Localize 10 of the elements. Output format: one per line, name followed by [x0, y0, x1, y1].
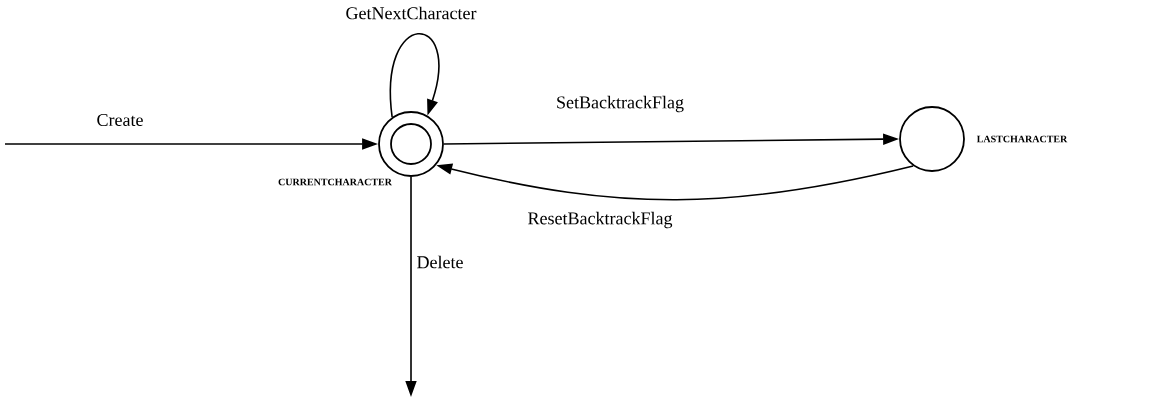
state-caption: CURRENTCHARACTER: [278, 178, 392, 186]
state-circle: [899, 106, 965, 172]
edge-label: ResetBacktrackFlag: [525, 209, 675, 231]
edge-label: GetNextCharacter: [343, 4, 479, 22]
state-circle: [378, 111, 444, 177]
edge-label: SetBacktrackFlag: [554, 93, 686, 115]
edge-label: Create: [94, 111, 146, 129]
arrow: [389, 33, 440, 118]
edge-label: Delete: [414, 253, 466, 271]
state-caption: LASTCHARACTER: [976, 135, 1068, 143]
